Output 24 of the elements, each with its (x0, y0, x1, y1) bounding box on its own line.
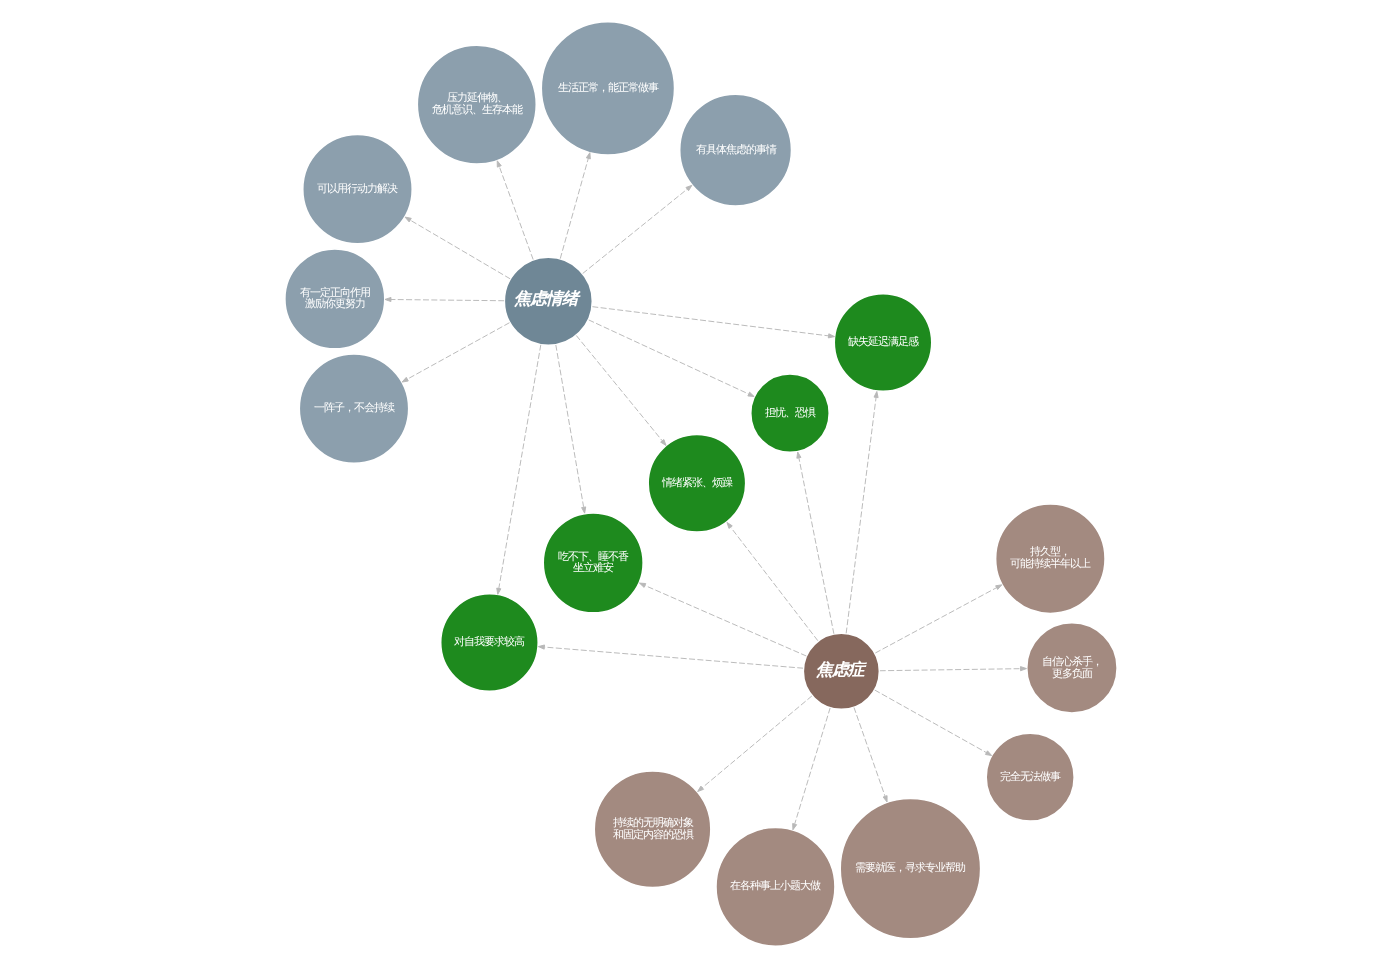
arrow (725, 521, 818, 642)
arrow (536, 644, 803, 669)
node-circle: 焦虑情绪 (502, 256, 593, 347)
arrow (590, 306, 834, 339)
arrow (581, 184, 692, 274)
node-circle: 焦虑症 (801, 632, 880, 711)
arrow (574, 335, 666, 446)
arrow (554, 344, 586, 514)
arrow (878, 666, 1026, 672)
arrow (400, 322, 509, 383)
arrow (795, 451, 834, 635)
arrow (587, 319, 754, 397)
arrow (403, 216, 510, 280)
arrow (637, 582, 806, 657)
arrow (791, 707, 830, 831)
arrow (873, 584, 1002, 654)
arrow (495, 344, 541, 595)
arrow (852, 707, 887, 803)
arrow (696, 695, 812, 793)
arrow (844, 391, 878, 634)
arrow (383, 296, 504, 303)
arrow (873, 689, 992, 757)
arrow (495, 160, 533, 260)
arrow (558, 152, 590, 260)
